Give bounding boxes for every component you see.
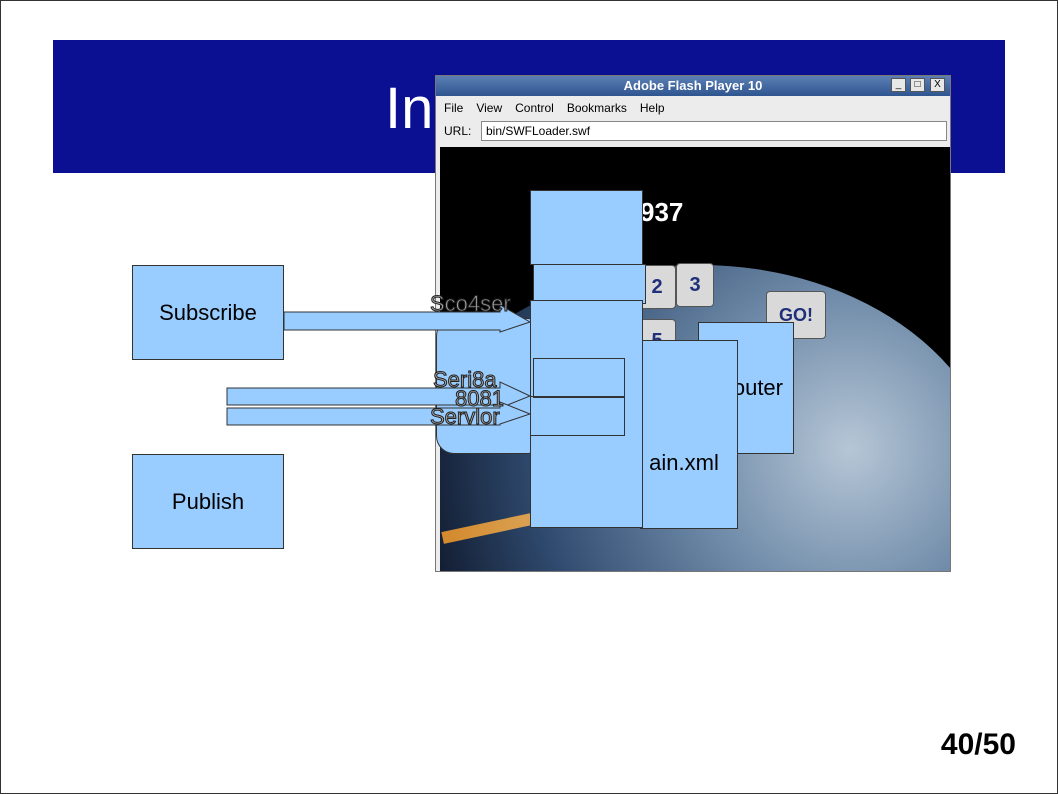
main-xml-box: ain.xml bbox=[640, 340, 738, 529]
url-label: URL: bbox=[444, 124, 472, 138]
menu-bar: File View Control Bookmarks Help bbox=[444, 101, 665, 115]
window-title: Adobe Flash Player 10 bbox=[623, 78, 763, 93]
close-button[interactable]: X bbox=[930, 78, 945, 92]
key-3[interactable]: 3 bbox=[676, 263, 714, 307]
subscribe-arrow bbox=[283, 304, 532, 333]
menu-file[interactable]: File bbox=[444, 101, 464, 115]
ghost-label-port: 8081 bbox=[455, 386, 505, 412]
slide-title: In bbox=[385, 76, 434, 141]
menu-view[interactable]: View bbox=[476, 101, 503, 115]
overlay-box-mid bbox=[533, 264, 646, 304]
subscribe-box: Subscribe bbox=[132, 265, 284, 360]
minimize-button[interactable]: _ bbox=[891, 78, 906, 92]
menu-bookmarks[interactable]: Bookmarks bbox=[566, 101, 627, 115]
calculator-display: 937 bbox=[640, 197, 684, 227]
upper-link-arrow bbox=[226, 381, 532, 409]
subscribe-label: Subscribe bbox=[159, 299, 257, 325]
overlay-box-inner-1 bbox=[533, 358, 625, 398]
page-number: 40/50 bbox=[940, 728, 1016, 761]
menu-control[interactable]: Control bbox=[515, 101, 554, 115]
overlay-box-inner-2 bbox=[530, 396, 625, 436]
router-label: outer bbox=[732, 375, 783, 400]
ghost-label-mid-upper: Seri8a bbox=[433, 367, 498, 393]
lower-link-arrow bbox=[226, 401, 532, 426]
publish-box: Publish bbox=[132, 454, 284, 549]
menu-help[interactable]: Help bbox=[639, 101, 665, 115]
ghost-label-mid-lower: Servlor bbox=[430, 404, 501, 430]
publish-label: Publish bbox=[171, 488, 245, 514]
server-node bbox=[436, 318, 546, 454]
window-titlebar[interactable]: Adobe Flash Player 10 _ □ X bbox=[436, 76, 950, 96]
url-input[interactable]: bin/SWFLoader.swf bbox=[481, 121, 947, 141]
ghost-label-top: Sco4ser bbox=[430, 291, 512, 317]
overlay-box-top bbox=[530, 190, 643, 265]
maximize-button[interactable]: □ bbox=[910, 78, 925, 92]
main-xml-label: ain.xml bbox=[649, 449, 719, 475]
